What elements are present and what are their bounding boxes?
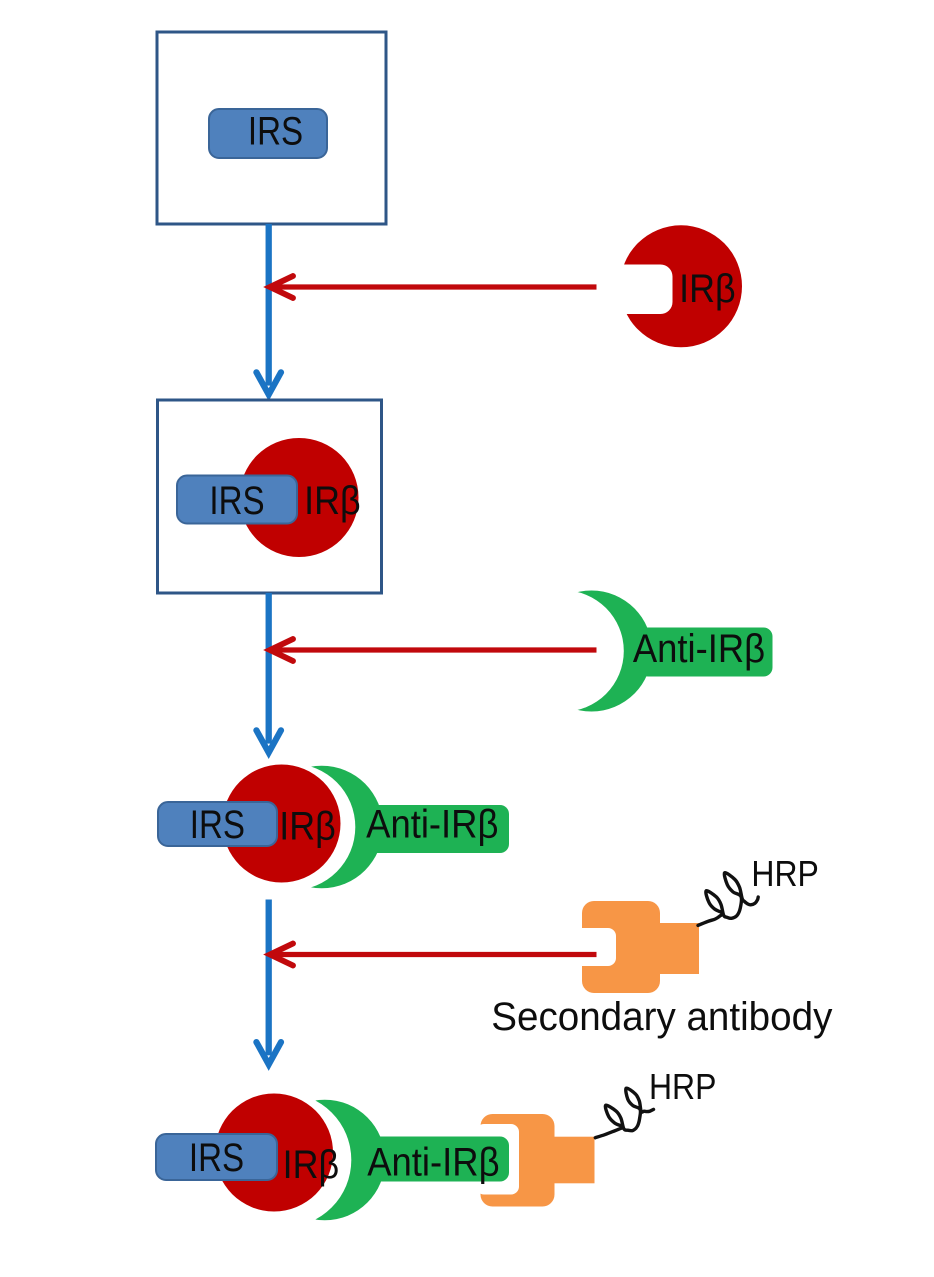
svg-text:IRS: IRS [189,1135,244,1180]
svg-text:HRP: HRP [649,1067,716,1107]
svg-text:HRP: HRP [751,854,818,894]
svg-text:Anti-IRβ: Anti-IRβ [367,1140,499,1185]
svg-text:Anti-IRβ: Anti-IRβ [633,627,765,672]
svg-text:Anti-IRβ: Anti-IRβ [366,802,498,847]
svg-text:IRS: IRS [209,478,264,523]
svg-text:IRβ: IRβ [679,267,736,311]
svg-text:IRS: IRS [190,802,245,847]
svg-text:IRβ: IRβ [304,479,361,523]
svg-text:IRβ: IRβ [279,805,336,849]
svg-text:Secondary antibody: Secondary antibody [491,994,832,1039]
svg-text:IRβ: IRβ [283,1143,340,1187]
svg-text:IRS: IRS [248,109,303,154]
